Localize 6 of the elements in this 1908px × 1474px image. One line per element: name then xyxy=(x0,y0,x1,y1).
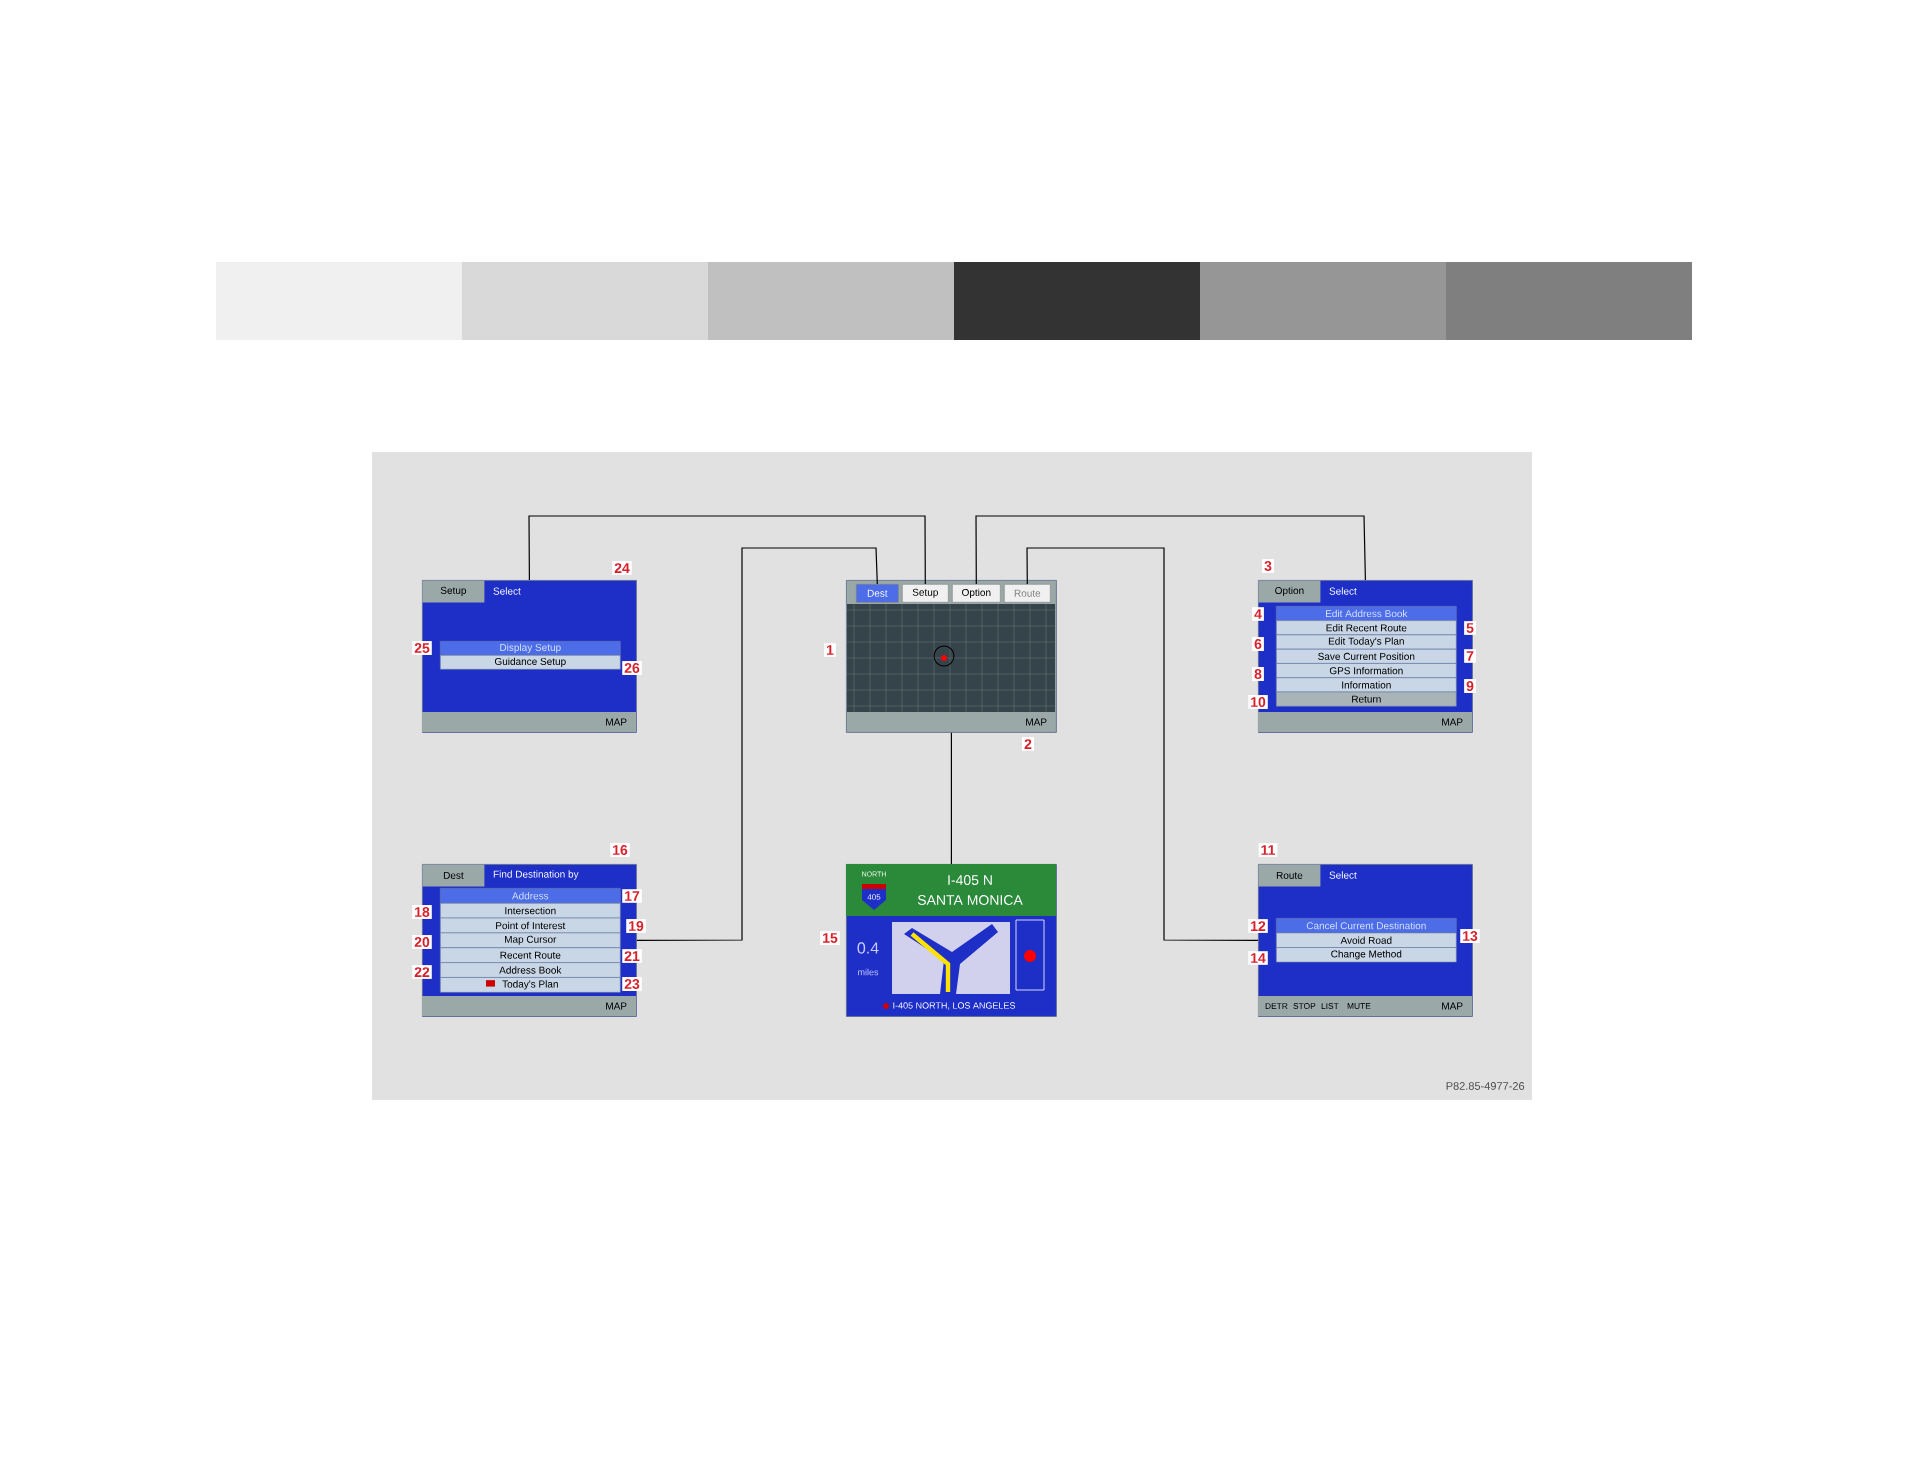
distance-value: 0.4 xyxy=(857,942,879,954)
connector-line xyxy=(950,732,952,865)
connector-line xyxy=(528,515,926,585)
connector-line xyxy=(636,547,878,941)
connector-line xyxy=(975,515,1366,585)
connector-line xyxy=(1026,547,1259,941)
